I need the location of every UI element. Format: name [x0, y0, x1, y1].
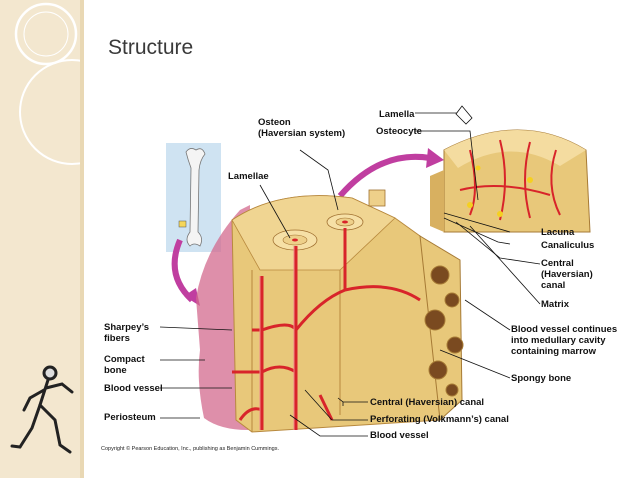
label-central-canal-bottom: Central (Haversian) canal	[370, 397, 485, 408]
label-blood-vessel-bottom: Blood vessel	[370, 430, 429, 441]
enlarged-osteon	[430, 129, 591, 233]
label-lacuna: Lacuna	[541, 227, 575, 238]
label-compact-bone: Compact bone	[104, 354, 145, 376]
label-blood-vessel-continues: Blood vessel continues into medullary ca…	[511, 324, 618, 357]
label-perforating-canal: Perforating (Volkmann’s) canal	[370, 414, 509, 425]
label-sharpeys-fibers: Sharpey’s fibers	[104, 322, 150, 344]
slide-title: Structure	[108, 36, 194, 59]
label-blood-vessel-left: Blood vessel	[104, 383, 163, 394]
label-lamellae: Lamellae	[228, 171, 269, 182]
label-lamella: Lamella	[379, 109, 415, 120]
sidebar-circles-decoration	[14, 2, 84, 165]
compact-bone-block	[231, 189, 441, 433]
label-matrix: Matrix	[541, 299, 569, 310]
spongy-bone	[419, 235, 464, 422]
label-central-canal-right: Central (Haversian) canal	[541, 258, 593, 291]
copyright-notice: Copyright © Pearson Education, Inc., pub…	[101, 446, 280, 452]
running-skeleton-icon	[10, 365, 74, 454]
blood-vessels	[232, 228, 421, 430]
label-spongy-bone: Spongy bone	[511, 373, 572, 384]
decorative-sidebar	[0, 0, 84, 478]
label-osteon: Osteon (Haversian system)	[258, 117, 346, 139]
leader-lines	[159, 105, 541, 437]
label-osteocyte: Osteocyte	[376, 126, 422, 137]
label-periosteum: Periosteum	[104, 412, 156, 423]
femur-inset	[166, 143, 221, 252]
arrow-block-to-osteon	[337, 153, 431, 198]
label-canaliculus: Canaliculus	[541, 240, 595, 251]
